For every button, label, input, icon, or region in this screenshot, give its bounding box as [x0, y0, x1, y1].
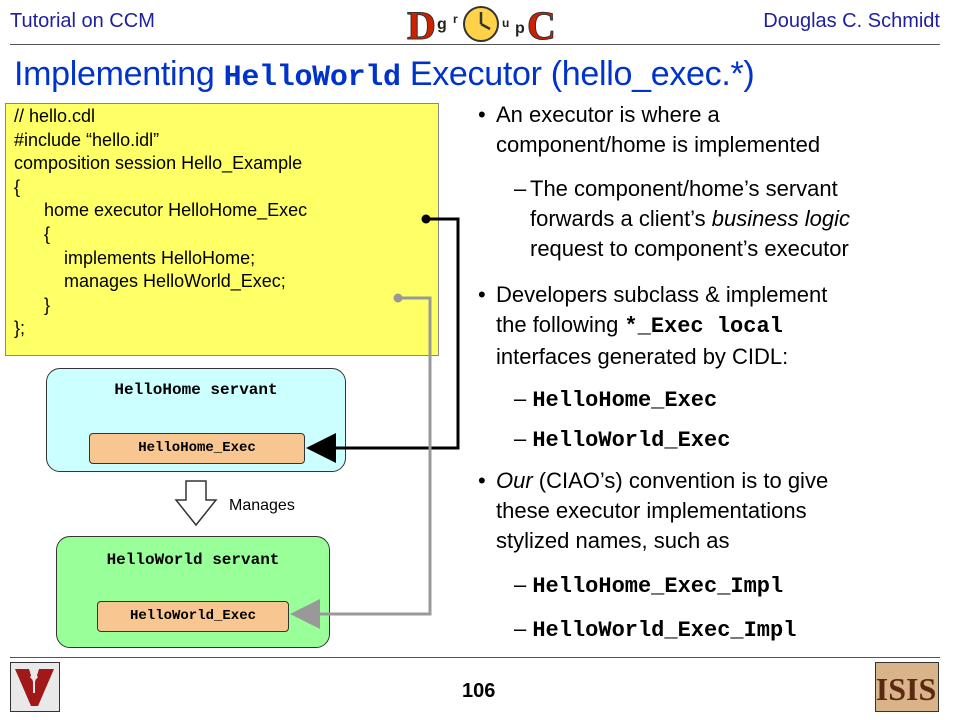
- code-line: };: [14, 318, 26, 339]
- isis-logo: ISIS: [875, 662, 939, 712]
- bullet-italic: Our: [496, 468, 533, 493]
- bullet-text: (CIAO’s) convention is to give: [532, 468, 829, 493]
- home-exec-box: HelloHome_Exec: [89, 433, 305, 464]
- code-line: manages HelloWorld_Exec;: [14, 271, 286, 292]
- dash-marker: –: [514, 426, 533, 451]
- code-listing: // hello.cdl #include “hello.idl” compos…: [5, 103, 439, 356]
- bullet-text: component/home is implemented: [496, 132, 821, 157]
- title-code: HelloWorld: [223, 61, 401, 95]
- iface-name: HelloWorld_Exec: [532, 428, 731, 453]
- bullet-text: the following: [496, 312, 625, 337]
- iface-name: HelloHome_Exec: [532, 388, 718, 413]
- bullet-dot: •: [478, 282, 486, 307]
- logo-letter-d: D: [407, 3, 436, 45]
- page-number: 106: [462, 680, 496, 702]
- home-servant-box: HelloHome servant HelloHome_Exec: [46, 368, 346, 472]
- dash-marker: –: [514, 572, 533, 597]
- dash-marker: –: [514, 176, 527, 201]
- manages-arrow: [174, 480, 218, 533]
- header-right-text: Douglas C. Schmidt: [763, 10, 940, 32]
- logo-letter-p: p: [515, 20, 525, 37]
- down-arrow-icon: [174, 480, 218, 527]
- bullet-developers: • Developers subclass & implement the fo…: [478, 280, 948, 372]
- subbullet-text: forwards a client’s: [530, 206, 712, 231]
- code-line: composition session Hello_Example: [14, 153, 303, 174]
- subbullet-text: The component/home’s servant: [530, 176, 838, 201]
- dash-marker: –: [514, 386, 533, 411]
- bullet-executor: • An executor is where a component/home …: [478, 100, 948, 160]
- manages-label: Manages: [229, 497, 295, 514]
- bullet-text: these executor implementations: [496, 498, 807, 523]
- bullet-dot: •: [478, 468, 486, 493]
- doc-group-logo-graphic: D g r u p C: [407, 3, 557, 49]
- world-exec-box: HelloWorld_Exec: [97, 601, 289, 632]
- isis-logo-text: ISIS: [876, 671, 936, 707]
- impl-item-world: – HelloWorld_Exec_Impl: [514, 614, 796, 646]
- bullet-text: interfaces generated by CIDL:: [496, 344, 789, 369]
- iface-item-home: – HelloHome_Exec: [514, 384, 717, 416]
- code-line: home executor HelloHome_Exec: [14, 200, 308, 221]
- header-left-text: Tutorial on CCM: [10, 10, 155, 32]
- vanderbilt-v-icon: [15, 669, 54, 706]
- subbullet-servant: – The component/home’s servant forwards …: [514, 174, 954, 264]
- logo-letter-g: g: [437, 16, 447, 33]
- code-line: #include “hello.idl”: [14, 129, 160, 150]
- header-rule: [10, 44, 940, 45]
- footer-rule: [10, 657, 940, 658]
- impl-name: HelloHome_Exec_Impl: [532, 574, 784, 599]
- logo-letter-u: u: [502, 16, 509, 30]
- page-title: Implementing HelloWorld Executor (hello_…: [14, 55, 755, 95]
- iface-item-world: – HelloWorld_Exec: [514, 424, 730, 456]
- code-line: {: [14, 176, 21, 197]
- isis-logo-graphic: ISIS: [876, 671, 937, 707]
- doc-group-logo: D g r u p C: [405, 3, 557, 49]
- code-line: implements HelloHome;: [14, 247, 256, 268]
- impl-name: HelloWorld_Exec_Impl: [532, 618, 797, 643]
- logo-clock-hand-2: [480, 22, 491, 31]
- bullet-text: stylized names, such as: [496, 528, 730, 553]
- code-line: }: [14, 294, 51, 315]
- world-exec-connector: [290, 293, 432, 629]
- impl-item-home: – HelloHome_Exec_Impl: [514, 570, 783, 602]
- subbullet-italic: business logic: [711, 206, 850, 231]
- bullet-text: An executor is where a: [496, 102, 720, 127]
- vanderbilt-logo: [10, 662, 60, 712]
- code-line: {: [14, 223, 51, 244]
- dash-marker: –: [514, 616, 533, 641]
- title-prefix: Implementing: [14, 55, 224, 93]
- title-suffix: Executor (hello_exec.*): [400, 55, 755, 93]
- code-line: // hello.cdl: [14, 106, 96, 126]
- bullet-code: *_Exec local: [624, 314, 783, 339]
- logo-letter-r: r: [453, 12, 458, 26]
- home-exec-connector: [306, 214, 460, 463]
- logo-letter-c: C: [527, 3, 555, 45]
- world-servant-label: HelloWorld servant: [106, 551, 280, 569]
- subbullet-text: request to component’s executor: [530, 236, 849, 261]
- bullet-dot: •: [478, 102, 486, 127]
- bullet-text: Developers subclass & implement: [496, 282, 828, 307]
- bullet-convention: • Our (CIAO’s) convention is to give the…: [478, 466, 948, 556]
- home-servant-label: HelloHome servant: [114, 381, 278, 399]
- world-servant-box: HelloWorld servant HelloWorld_Exec: [56, 536, 330, 648]
